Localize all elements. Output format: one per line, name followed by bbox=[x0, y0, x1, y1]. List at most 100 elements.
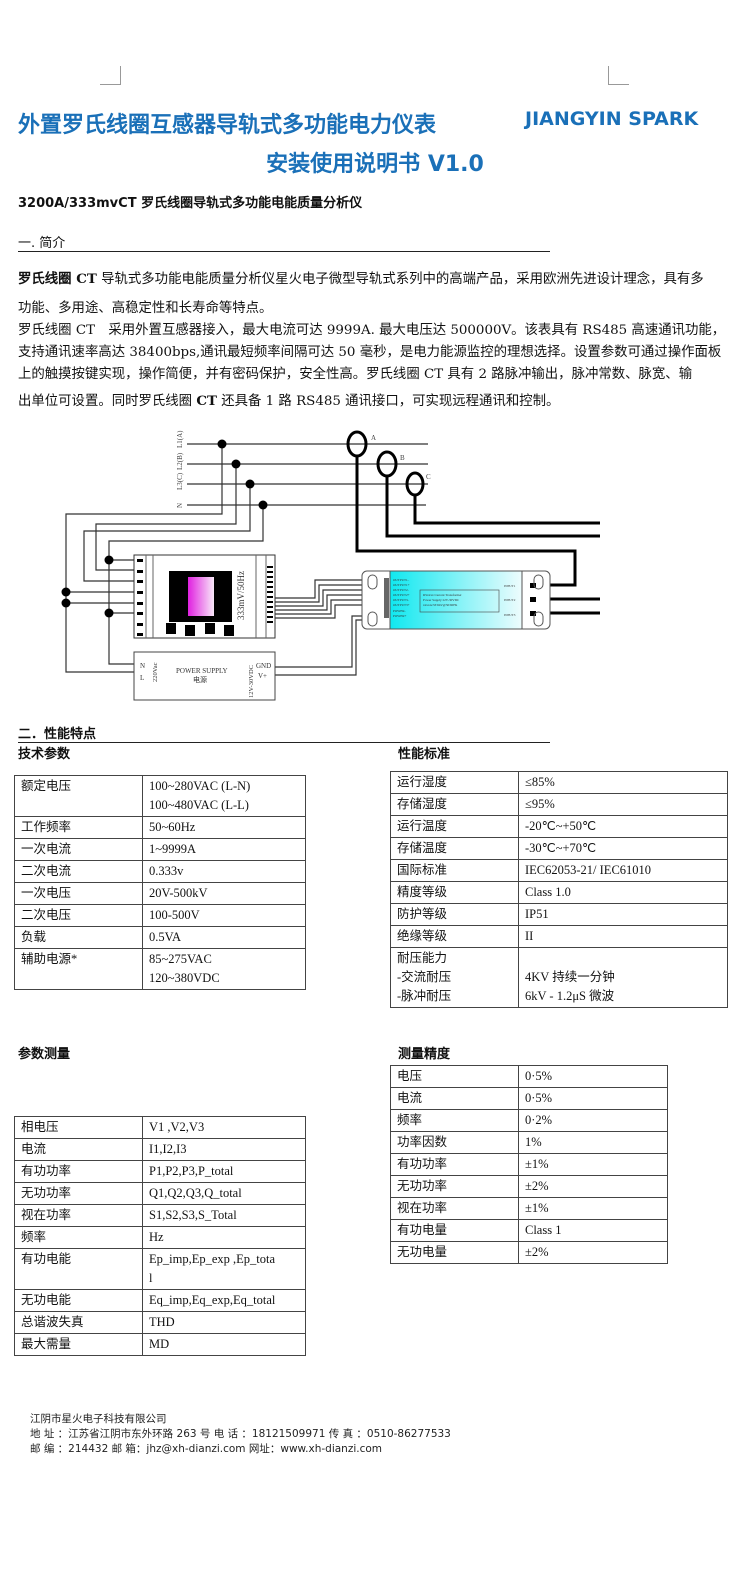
table-row: 运行湿度≤85% bbox=[390, 771, 728, 794]
param-name-cell: 二次电流 bbox=[14, 860, 143, 883]
section-intro-heading: 一. 简介 bbox=[18, 232, 550, 252]
param-name-cell: 总谐波失真 bbox=[14, 1311, 143, 1334]
crop-mark bbox=[100, 66, 121, 85]
product-name: 罗氏线圈 CT bbox=[18, 271, 97, 287]
param-name-cell: 有功电量 bbox=[390, 1219, 519, 1242]
table-row: 无功功率±2% bbox=[390, 1175, 668, 1198]
param-value-cell: 100-500V bbox=[142, 904, 306, 927]
param-name-cell: 额定电压 bbox=[14, 775, 143, 817]
param-name-cell: 有功电能 bbox=[14, 1248, 143, 1290]
param-name-cell: 视在功率 bbox=[14, 1204, 143, 1227]
param-value-cell: Q1,Q2,Q3,Q_total bbox=[142, 1182, 306, 1205]
param-value-cell: 50~60Hz bbox=[142, 816, 306, 839]
param-value-cell: II bbox=[518, 925, 728, 948]
table-row: 视在功率±1% bbox=[390, 1197, 668, 1220]
text: 出单位可设置。同时罗氏线圈 bbox=[18, 394, 197, 409]
output-label: OUTPUT3+ bbox=[393, 603, 410, 607]
param-name-cell: 有功功率 bbox=[14, 1160, 143, 1183]
param-value-cell: Class 1.0 bbox=[518, 881, 728, 904]
param-value-cell: MD bbox=[142, 1333, 306, 1356]
param-value-cell: 1% bbox=[518, 1131, 668, 1154]
company-contact: 邮 编 ：214432 邮 箱：jhz@xh-dianzi.com 网址：www… bbox=[30, 1443, 383, 1455]
accuracy-title: 测量精度 bbox=[398, 1047, 451, 1062]
ct-module: OUTPUT1-OUTPUT1+ OUTPUT2-OUTPUT2+ OUTPUT… bbox=[361, 570, 551, 630]
param-name-cell: 电流 bbox=[390, 1087, 519, 1110]
param-value-cell: 85~275VAC 120~380VDC bbox=[142, 948, 306, 990]
intro-paragraph-2: 罗氏线圈 CT 采用外置互感器接入，最大电流可达 9999A. 最大电压达 50… bbox=[18, 323, 726, 382]
param-name-cell: 国际标准 bbox=[390, 859, 519, 882]
output-label: OUTPUT1- bbox=[393, 578, 409, 582]
heading-text: 一. 简介 bbox=[18, 236, 66, 251]
param-value-cell: -30℃~+70℃ bbox=[518, 837, 728, 860]
param-value-cell: ±1% bbox=[518, 1153, 668, 1176]
param-name-cell: 负载 bbox=[14, 926, 143, 949]
param-name-cell: 无功电能 bbox=[14, 1289, 143, 1312]
param-value-cell: I1,I2,I3 bbox=[142, 1138, 306, 1161]
param-name-cell: 频率 bbox=[390, 1109, 519, 1132]
param-name-cell: 相电压 bbox=[14, 1116, 143, 1139]
table-row: 存储湿度≤95% bbox=[390, 793, 728, 816]
input-label: INPUT2 bbox=[504, 598, 516, 602]
product-name: CT bbox=[196, 393, 217, 409]
param-value-cell: 0·2% bbox=[518, 1109, 668, 1132]
line-label: L1(A) bbox=[176, 430, 184, 448]
param-name-cell: 一次电压 bbox=[14, 882, 143, 905]
module-spec: xxxxA/333mV@50/60Hz bbox=[423, 603, 458, 607]
param-value-cell: 4KV 持续一分钟 6kV - 1.2μS 微波 bbox=[518, 947, 728, 1008]
subtitle: 3200A/333mvCT 罗氏线圈导轨式多功能电能质量分析仪 bbox=[18, 196, 363, 211]
line-label: N bbox=[176, 503, 184, 508]
param-name-cell: 防护等级 bbox=[390, 903, 519, 926]
title-line1: 外置罗氏线圈互感器导轨式多功能电力仪表 bbox=[18, 113, 437, 138]
ps-title: POWER SUPPLY bbox=[176, 667, 228, 675]
coil-label: C bbox=[426, 473, 431, 481]
brand-name: JIANGYIN SPARK bbox=[525, 108, 699, 130]
param-name-cell: 存储温度 bbox=[390, 837, 519, 860]
param-name-cell: 运行湿度 bbox=[390, 771, 519, 794]
param-value-cell: 0.333v bbox=[142, 860, 306, 883]
text: 还具备 1 路 RS485 通讯接口，可实现远程通讯和控制。 bbox=[216, 394, 560, 409]
measured-params-title: 参数测量 bbox=[18, 1047, 71, 1062]
input-label: INPUT3 bbox=[504, 613, 516, 617]
table-row: 无功电量±2% bbox=[390, 1241, 668, 1264]
table-row: 辅助电源*85~275VAC 120~380VDC bbox=[14, 948, 306, 990]
param-name-cell: 电流 bbox=[14, 1138, 143, 1161]
param-name-cell: 功率因数 bbox=[390, 1131, 519, 1154]
param-name-cell: 工作频率 bbox=[14, 816, 143, 839]
param-name-cell: 无功电量 bbox=[390, 1241, 519, 1264]
text: 导轨式多功能电能质量分析仪星火电子微型导轨式系列中的高端产品，采用欧洲先进设计理… bbox=[96, 272, 704, 287]
title-line2: 安装使用说明书 V1.0 bbox=[266, 152, 484, 177]
heading-text: 二．性能特点 bbox=[18, 727, 97, 742]
ps-title-cn: 电源 bbox=[193, 675, 207, 684]
footer: 江阴市星火电子科技有限公司 地 址 ：江苏省江阴市东外环路 263 号 电 话 … bbox=[30, 1412, 451, 1457]
power-supply: N L 220Vac POWER SUPPLY 电源 12V-30VDC GND… bbox=[133, 651, 276, 701]
param-value-cell: V1 ,V2,V3 bbox=[142, 1116, 306, 1139]
output-label: OUTPUT2- bbox=[393, 588, 409, 592]
table-row: 运行温度-20℃~+50℃ bbox=[390, 815, 728, 838]
company-address: 地 址 ：江苏省江阴市东外环路 263 号 电 话 ：18121509971 传… bbox=[30, 1428, 451, 1440]
param-value-cell: Class 1 bbox=[518, 1219, 668, 1242]
param-value-cell: Eq_imp,Eq_exp,Eq_total bbox=[142, 1289, 306, 1312]
param-value-cell: THD bbox=[142, 1311, 306, 1334]
